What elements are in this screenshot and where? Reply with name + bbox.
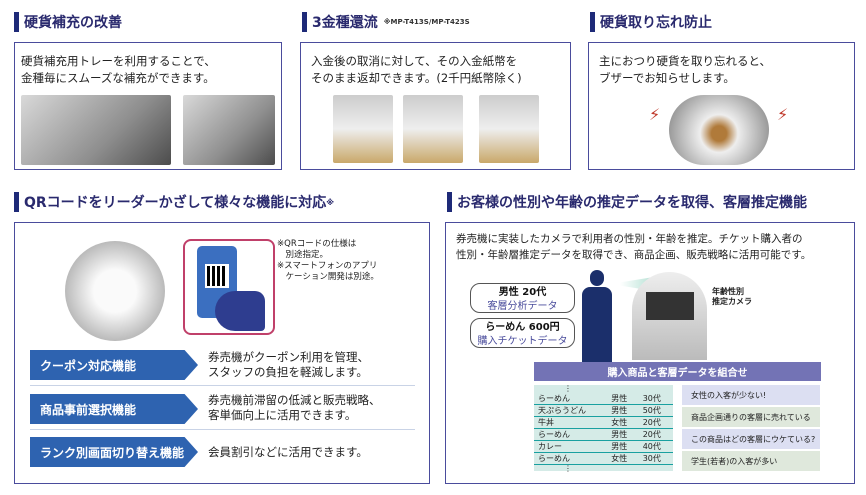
coin-tray-photo-2: [183, 95, 275, 165]
table-cell: 男性: [607, 428, 639, 441]
model-note: ※MP-T413S/MP-T423S: [383, 18, 470, 26]
feature-preselect: 商品事前選択機能: [30, 394, 198, 424]
feature-coupon-desc: 券売機がクーポン利用を管理、スタッフの負担を軽減します。: [208, 350, 369, 379]
ellipsis: ⋮: [564, 384, 572, 393]
insight-item: この商品はどの客層にウケている?: [682, 429, 820, 449]
divider: [30, 429, 415, 430]
combine-banner: 購入商品と客層データを組合せ: [534, 362, 821, 381]
table-cell: 50代: [638, 404, 673, 417]
bill-photo: [403, 95, 463, 163]
section-header-coin-reminder: 硬貨取り忘れ防止: [590, 12, 850, 32]
table-cell: 牛丼: [534, 416, 608, 429]
smartphone-qr-illustration: [183, 239, 275, 335]
customer-silhouette: [577, 270, 617, 370]
section-title: 硬貨取り忘れ防止: [600, 15, 712, 31]
kiosk-screen: [646, 292, 694, 320]
feature-coupon: クーポン対応機能: [30, 350, 198, 380]
table-cell: らーめん: [534, 393, 608, 405]
section-header-qr: QRコードをリーダーかざして様々な機能に対応※: [14, 192, 424, 212]
section-header-coin-refill: 硬貨補充の改善: [14, 12, 274, 32]
table-cell: らーめん: [534, 452, 608, 465]
buzzer-alert-icon: ⚡: [777, 105, 789, 124]
table-cell: 男性: [607, 404, 639, 417]
table-cell: 30代: [638, 452, 673, 465]
coin-refill-panel: 硬貨補充用トレーを利用することで、金種毎にスムーズな補充ができます。: [14, 42, 282, 170]
insight-item: 商品企画通りの客層に売れている: [682, 407, 820, 427]
title-mark: ※: [326, 197, 335, 207]
coin-tray-photo: [669, 95, 769, 165]
kiosk-photo: [65, 241, 165, 341]
section-title: 3金種還流: [312, 15, 378, 31]
bill-return-text: 入金後の取消に対して、その入金紙幣をそのまま返却できます。(2千円紙幣除く): [311, 54, 522, 85]
camera-label: 年齢性別推定カメラ: [712, 287, 752, 306]
insight-item: 女性の入客が少ない!: [682, 385, 820, 405]
bill-return-panel: 入金後の取消に対して、その入金紙幣をそのまま返却できます。(2千円紙幣除く): [300, 42, 571, 170]
table-cell: らーめん: [534, 428, 608, 441]
kiosk-camera-photo: [632, 272, 707, 360]
insight-item: 学生(若者)の入客が多い: [682, 451, 820, 471]
coin-refill-text: 硬貨補充用トレーを利用することで、金種毎にスムーズな補充ができます。: [21, 54, 216, 85]
table-cell: カレー: [534, 440, 608, 453]
table-cell: 女性: [607, 416, 639, 429]
table-cell: 男性: [607, 440, 639, 453]
hand-icon: [215, 291, 265, 331]
coin-reminder-panel: 主におつり硬貨を取り忘れると、ブザーでお知らせします。 ⚡ ⚡: [588, 42, 855, 170]
table-cell: 20代: [638, 416, 673, 429]
demographics-text: 券売機に実装したカメラで利用者の性別・年齢を推定。チケット購入者の性別・年齢層推…: [456, 233, 812, 261]
divider: [30, 385, 415, 386]
bill-photo: [333, 95, 393, 163]
analysis-bubble: 男性 20代客層分析データ: [470, 283, 575, 313]
purchase-bubble: らーめん 600円購入チケットデータ: [470, 318, 575, 348]
bill-photo: [479, 95, 539, 163]
table-cell: 30代: [638, 393, 673, 405]
table-cell: 女性: [607, 452, 639, 465]
feature-rank-screen: ランク別画面切り替え機能: [30, 437, 198, 467]
table-cell: 40代: [638, 440, 673, 453]
table-cell: 20代: [638, 428, 673, 441]
feature-rank-screen-desc: 会員割引などに活用できます。: [208, 445, 368, 459]
table-cell: 男性: [607, 393, 639, 405]
section-title: お客様の性別や年齢の推定データを取得、客層推定機能: [457, 195, 807, 211]
section-header-bill-return: 3金種還流 ※MP-T413S/MP-T423S: [302, 12, 562, 32]
buzzer-alert-icon: ⚡: [649, 105, 661, 124]
table-cell: 天ぷらうどん: [534, 404, 608, 417]
coin-reminder-text: 主におつり硬貨を取り忘れると、ブザーでお知らせします。: [599, 54, 772, 85]
coin-tray-photo: [21, 95, 171, 165]
qr-code-icon: [205, 264, 229, 288]
ellipsis: ⋮: [564, 464, 572, 473]
qr-notes: ※QRコードの仕様は 別途指定。※スマートフォンのアプリ ケーション開発は別途。: [277, 239, 379, 282]
feature-preselect-desc: 券売機前滞留の低減と販売戦略、客単価向上に活用できます。: [208, 393, 381, 422]
section-title: QRコードをリーダーかざして様々な機能に対応: [24, 195, 327, 211]
section-header-demographics: お客様の性別や年齢の推定データを取得、客層推定機能: [447, 192, 857, 212]
section-title: 硬貨補充の改善: [24, 15, 122, 31]
